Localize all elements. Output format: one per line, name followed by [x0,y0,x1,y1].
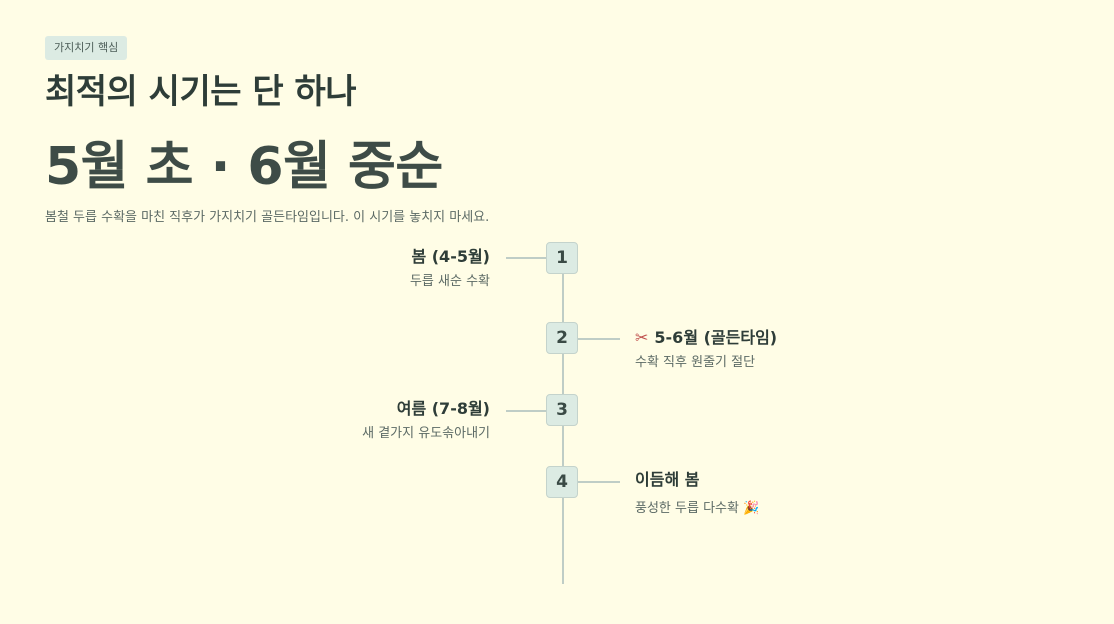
connector-1 [506,257,546,259]
step-subtitle: 두릅 새순 수확 [409,274,490,289]
step-node-3: 3 [546,394,578,426]
step-subtitle: 풍성한 두릅 다수확🎉 [635,500,759,518]
step-node-1: 1 [546,242,578,274]
step-title: 여름 (7-8월) [396,399,490,418]
step-label-1: 봄 (4-5월) 두릅 새순 수확 [410,247,490,291]
connector-3 [506,410,546,412]
connector-4 [578,481,620,483]
step-label-4: 이듬해 봄 풍성한 두릅 다수확🎉 [635,470,759,518]
section-badge: 가지치기 핵심 [45,36,128,60]
scissors-icon: ✂ [635,328,649,347]
step-title: 봄 (4-5월) [411,247,490,266]
step-node-2: 2 [546,322,578,354]
step-node-4: 4 [546,466,578,498]
description: 봄철 두릅 수확을 마친 직후가 가지치기 골든타임입니다. 이 시기를 놓치지… [45,210,490,225]
step-label-2: ✂ 5-6월 (골든타임) 수확 직후 원줄기 절단 [635,328,777,372]
step-label-3: 여름 (7-8월) 새 곁가지 유도솎아내기 [362,399,490,443]
page-title: 최적의 시기는 단 하나 [45,72,357,112]
connector-2 [578,338,620,340]
step-subtitle-text: 풍성한 두릅 다수확 [635,501,739,516]
party-popper-icon: 🎉 [742,501,760,516]
step-subtitle: 새 곁가지 유도솎아내기 [362,426,490,441]
step-subtitle: 수확 직후 원줄기 절단 [635,355,756,370]
step-title-text: 5-6월 (골든타임) [654,328,778,347]
step-title: ✂ 5-6월 (골든타임) [635,328,777,348]
step-title: 이듬해 봄 [635,470,700,489]
headline: 5월 초 · 6월 중순 [45,137,443,197]
